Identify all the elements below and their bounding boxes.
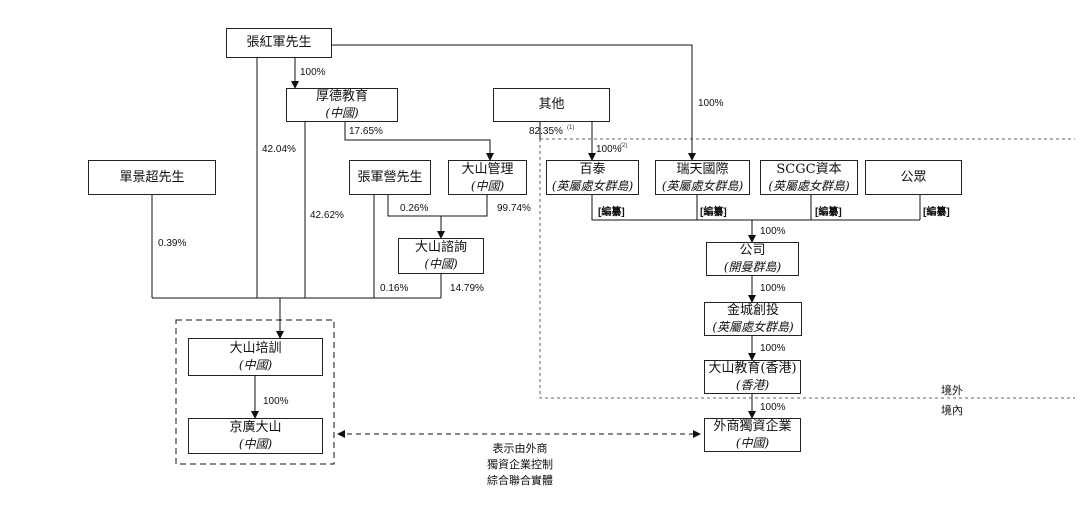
entity-name: SCGC資本 [776, 161, 842, 177]
entity-dashan-management: 大山管理 (中國) [448, 160, 527, 195]
pct-zhang-to-training: 42.04% [262, 144, 296, 155]
entity-jurisdiction: (英屬處女群島) [551, 178, 634, 193]
note-ruitian: [編纂] [700, 207, 727, 218]
entity-name: 公司 [739, 243, 766, 258]
entity-jurisdiction: (中國) [735, 436, 770, 450]
pct-zhang-to-houde: 100% [300, 67, 326, 78]
entity-company: 公司 (開曼群島) [706, 242, 799, 276]
entity-jurisdiction: (英屬處女群島) [768, 178, 850, 193]
pct-shan-to-training: 0.39% [158, 238, 187, 249]
entity-dashan-consulting: 大山諮詢 (中國) [398, 238, 484, 274]
entity-jurisdiction: (英屬處女群島) [661, 178, 744, 193]
pct-others-to-baitai: 100% [596, 144, 622, 155]
entity-name: 外商獨資企業 [713, 419, 792, 434]
region-offshore-label: 境外 [941, 384, 963, 397]
entity-name: 其他 [538, 97, 565, 112]
entity-name: 張軍營先生 [357, 169, 423, 185]
entity-name: 百泰 [579, 161, 606, 177]
entity-houde-education: 厚德教育 (中國) [286, 88, 398, 122]
entity-jurisdiction: (中國) [325, 106, 359, 120]
pct-consult-to-training: 14.79% [450, 283, 484, 294]
pct-training-to-jingguang: 100% [263, 396, 289, 407]
entity-baitai: 百泰 (英屬處女群島) [546, 160, 639, 195]
entity-name: 京廣大山 [229, 420, 282, 435]
note-scgc: [編纂] [815, 207, 842, 218]
pct-to-company: 100% [760, 226, 786, 237]
pct-houde-to-training: 42.62% [310, 210, 344, 221]
pct-jincheng-to-hk: 100% [760, 343, 786, 354]
entity-zhang-hongjun: 張紅軍先生 [226, 28, 332, 58]
entity-name: 大山培訓 [229, 341, 282, 356]
entity-name: 金城創投 [726, 303, 779, 318]
note-baitai: [編纂] [598, 207, 625, 218]
pct-others-to-mgmt: 82.35% [529, 126, 563, 137]
note-public: [編纂] [923, 207, 950, 218]
legend-vie-control: 表示由外商 獨資企業控制 綜合聯合實體 [460, 441, 580, 489]
entity-name: 公眾 [900, 169, 927, 185]
entity-jurisdiction: (開曼群島) [723, 260, 782, 274]
entity-dashan-training: 大山培訓 (中國) [188, 338, 323, 376]
entity-name: 張紅軍先生 [246, 35, 312, 50]
pct-mgmt-to-consult: 99.74% [497, 203, 531, 214]
entity-name: 厚德教育 [315, 89, 368, 104]
pct-zhang-to-ruitian: 100% [698, 98, 724, 109]
entity-jurisdiction: (中國) [238, 437, 273, 451]
footnote-2: (2) [620, 143, 628, 149]
entity-shan-jingchao: 單景超先生 [88, 160, 216, 195]
entity-jurisdiction: (中國) [238, 358, 273, 372]
entity-name: 瑞天國際 [676, 161, 729, 177]
entity-jurisdiction: (英屬處女群島) [712, 320, 794, 334]
entity-name: 單景超先生 [119, 169, 185, 185]
entity-zhang-junying: 張軍營先生 [349, 160, 431, 195]
legend-line: 綜合聯合實體 [487, 474, 553, 487]
pct-houde-to-mgmt: 17.65% [349, 126, 383, 137]
region-onshore-label: 境內 [941, 404, 963, 417]
entity-dashan-education-hk: 大山教育(香港) (香港) [704, 360, 801, 394]
entity-wfoe: 外商獨資企業 (中國) [704, 418, 801, 452]
footnote-1: (1) [567, 125, 575, 131]
legend-line: 獨資企業控制 [487, 458, 553, 471]
entity-name: 大山教育(香港) [708, 361, 797, 376]
entity-jincheng-ventures: 金城創投 (英屬處女群島) [704, 302, 802, 336]
entity-name: 大山管理 [461, 161, 514, 177]
pct-junying-to-consult: 0.26% [400, 203, 429, 214]
entity-name: 大山諮詢 [414, 240, 467, 255]
legend-line: 表示由外商 [492, 442, 548, 455]
entity-ruitian-international: 瑞天國際 (英屬處女群島) [655, 160, 750, 195]
pct-company-to-jincheng: 100% [760, 283, 786, 294]
entity-jurisdiction: (香港) [735, 378, 770, 392]
entity-public: 公眾 [865, 160, 962, 195]
entity-jurisdiction: (中國) [424, 257, 458, 271]
entity-scgc-capital: SCGC資本 (英屬處女群島) [760, 160, 858, 195]
pct-hk-to-wfoe: 100% [760, 402, 786, 413]
entity-jingguang-dashan: 京廣大山 (中國) [188, 418, 323, 454]
entity-jurisdiction: (中國) [470, 178, 505, 193]
pct-junying-to-training: 0.16% [380, 283, 409, 294]
entity-others: 其他 [493, 88, 610, 122]
